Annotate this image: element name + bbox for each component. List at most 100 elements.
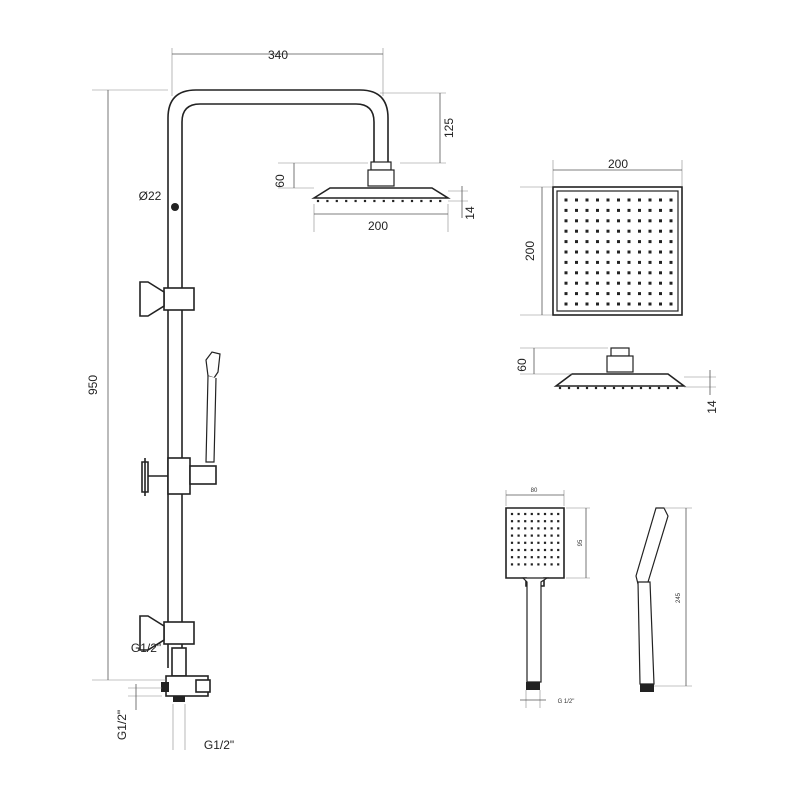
nozzle-dot xyxy=(575,271,578,275)
nozzle-dot xyxy=(638,292,641,296)
rain-head-nut xyxy=(367,169,395,187)
nozzle-dot xyxy=(659,302,662,306)
nozzle-dot xyxy=(543,512,547,516)
nozzle-dot xyxy=(627,229,631,233)
nozzle-dot xyxy=(617,240,620,244)
nozzle-dot xyxy=(410,199,414,203)
nozzle-dot xyxy=(550,556,553,559)
main-dimensions: 340 125 60 14 200 Ø22 950 G1/2" G1/2 xyxy=(86,48,477,752)
nozzle-dot xyxy=(550,548,553,552)
nozzle-dot xyxy=(669,219,673,223)
nozzle-dot xyxy=(630,386,634,390)
nozzle-dot xyxy=(524,534,527,537)
nozzle-dot xyxy=(354,199,357,203)
nozzle-dot xyxy=(606,292,610,296)
nozzle-dot xyxy=(585,260,589,264)
nozzle-dot xyxy=(617,302,620,306)
nozzle-dot xyxy=(606,250,610,254)
hand-shower-front-view: 80 95 G 1/2" xyxy=(505,488,590,708)
nozzle-dot xyxy=(638,229,641,233)
nozzle-dot xyxy=(510,534,514,537)
hand-shower-handle xyxy=(521,577,549,683)
nozzle-dot xyxy=(345,199,348,203)
nozzle-dot xyxy=(524,520,527,523)
nozzle-dot xyxy=(627,219,631,223)
nozzle-dot xyxy=(659,271,662,275)
nozzle-dot xyxy=(557,556,560,559)
nozzle-dot xyxy=(575,208,578,212)
nozzle-dot xyxy=(576,386,580,390)
nozzle-dot xyxy=(606,271,610,275)
nozzle-dot xyxy=(530,527,533,530)
nozzle-dot xyxy=(550,563,553,566)
nozzle-dot xyxy=(585,219,589,223)
dim-side-neck: 60 xyxy=(515,358,529,372)
nozzle-dot xyxy=(638,281,641,285)
riser-pipe-inner xyxy=(181,103,375,668)
dim-top-depth: 200 xyxy=(523,241,537,261)
nozzle-dot xyxy=(585,386,589,390)
nozzle-dot xyxy=(606,198,610,202)
nozzle-dot xyxy=(585,229,589,233)
nozzle-dot xyxy=(617,281,620,285)
nozzle-dot xyxy=(596,229,599,233)
nozzle-dot xyxy=(530,548,533,552)
nozzle-dot xyxy=(669,240,673,244)
nozzle-dot xyxy=(510,541,514,544)
nozzle-dot xyxy=(648,281,652,285)
nozzle-dot xyxy=(524,541,527,544)
nozzle-dot xyxy=(659,260,662,264)
nozzle-dot xyxy=(517,563,520,566)
nozzle-dot xyxy=(596,260,599,264)
nozzle-dot xyxy=(537,556,540,559)
nozzle-dot xyxy=(557,563,560,566)
nozzle-dot xyxy=(621,386,625,390)
nozzle-dot xyxy=(638,240,641,244)
nozzle-dot xyxy=(543,548,547,552)
nozzle-dot xyxy=(564,198,568,202)
nozzle-dot xyxy=(510,563,514,566)
nozzle-dot xyxy=(543,541,547,544)
nozzle-dot xyxy=(326,199,329,203)
bottom-inlet-assembly xyxy=(161,647,211,702)
dim-hand-face: 95 xyxy=(578,539,584,546)
nozzle-dot xyxy=(564,260,568,264)
nozzle-dot xyxy=(524,548,527,552)
nozzle-dot xyxy=(510,556,514,559)
rain-head-side-view-detail: 60 14 xyxy=(515,347,719,414)
nozzle-dot xyxy=(575,292,578,296)
nozzle-dot xyxy=(606,240,610,244)
label-inlet-bottom: G1/2" xyxy=(204,738,234,752)
hand-shower-front-thread xyxy=(526,682,540,690)
nozzle-dot xyxy=(557,534,560,537)
rain-head-nozzles xyxy=(316,199,442,203)
nozzle-dot xyxy=(575,229,578,233)
nozzle-dot xyxy=(524,512,527,516)
nozzle-dot xyxy=(543,534,547,537)
nozzle-dot xyxy=(517,541,520,544)
nozzle-dot xyxy=(606,229,610,233)
nozzle-dot xyxy=(669,302,673,306)
nozzle-dot xyxy=(530,534,533,537)
nozzle-dot xyxy=(564,271,568,275)
nozzle-dot xyxy=(659,198,662,202)
nozzle-dot xyxy=(517,534,520,537)
nozzle-dot xyxy=(617,229,620,233)
nozzle-dot xyxy=(575,240,578,244)
dim-head-width: 200 xyxy=(368,219,388,233)
nozzle-dot xyxy=(543,520,547,523)
nozzle-dot xyxy=(585,208,589,212)
nozzle-dot xyxy=(594,386,598,390)
nozzle-dot xyxy=(657,386,661,390)
nozzle-dot xyxy=(638,271,641,275)
nozzle-dot xyxy=(564,250,568,254)
nozzle-dot xyxy=(596,219,599,223)
hand-shower-front-nozzles xyxy=(510,512,560,566)
nozzle-dot xyxy=(564,302,568,306)
nozzle-dot xyxy=(659,208,662,212)
nozzle-dot xyxy=(530,563,533,566)
nozzle-dot xyxy=(550,527,553,530)
dim-hand-width: 80 xyxy=(531,488,538,494)
nozzle-dot xyxy=(585,302,589,306)
